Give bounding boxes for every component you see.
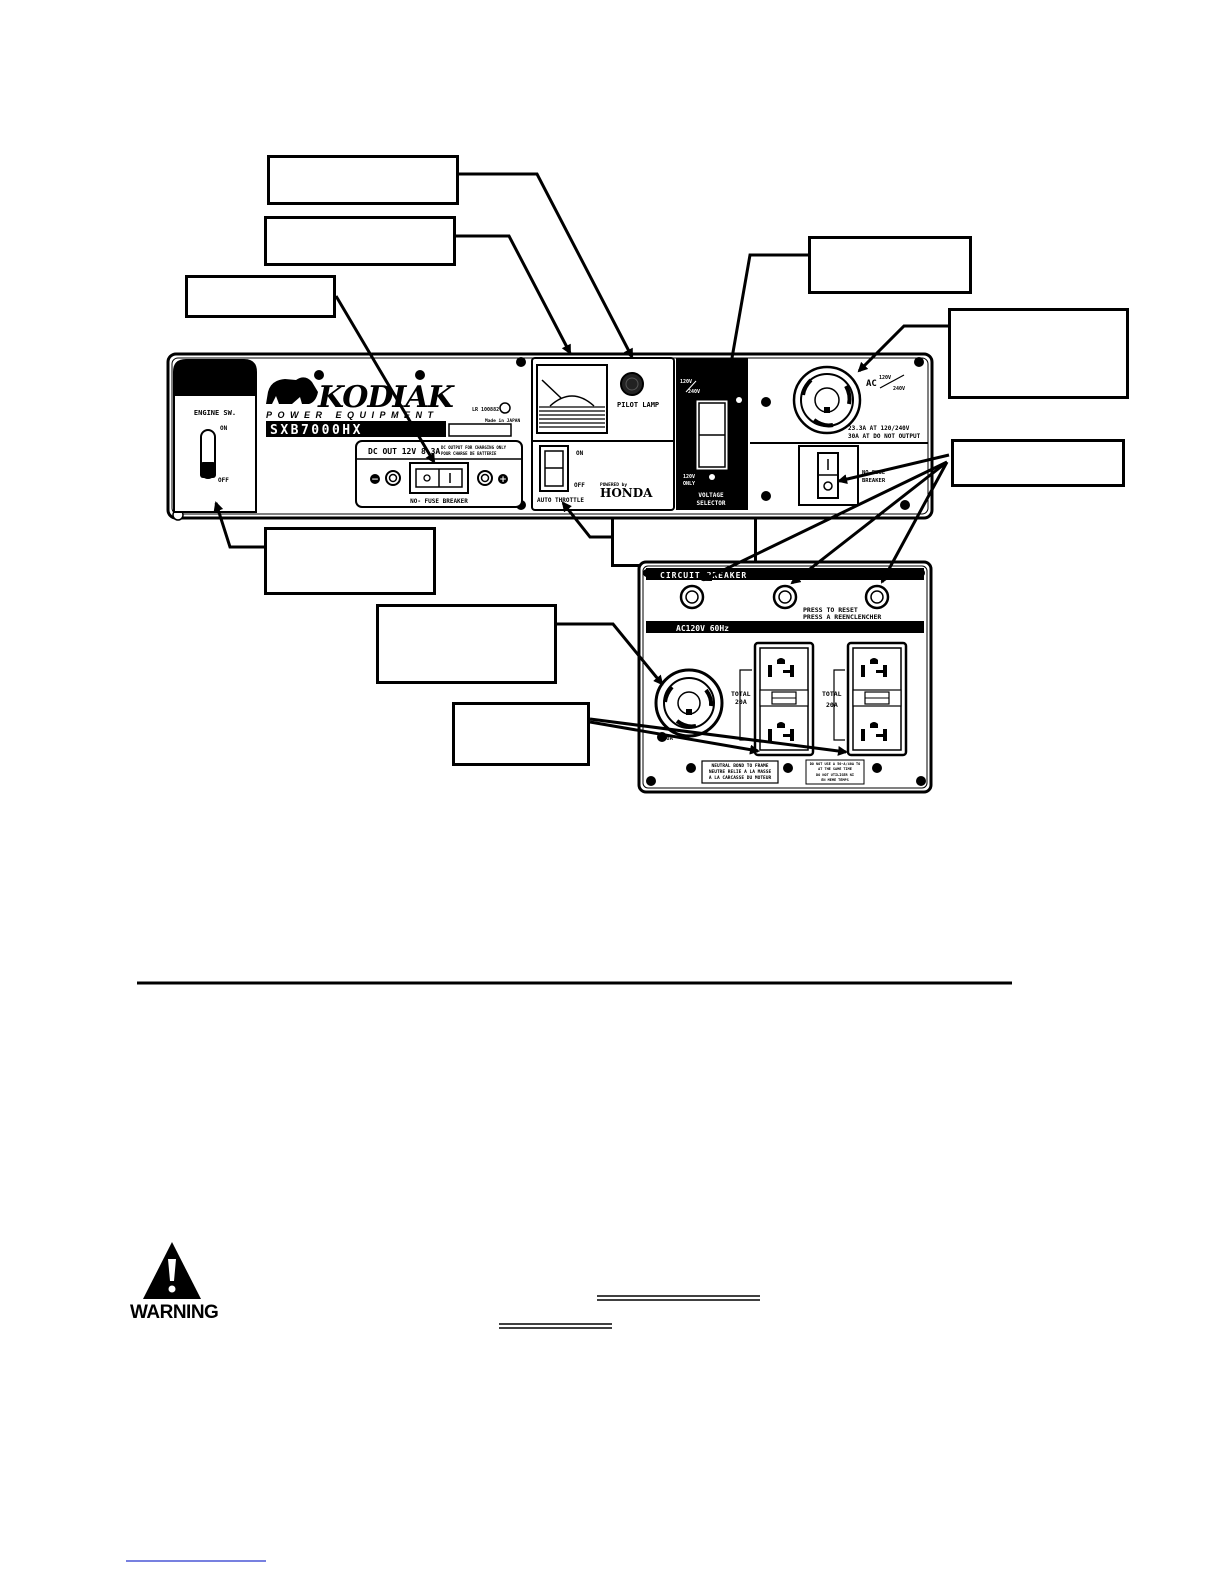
- voltage-120-only: 120V: [683, 474, 695, 480]
- callout-box-1: [267, 155, 459, 205]
- ac-rating-label: AC120V 60Hz: [676, 624, 729, 633]
- dc-plus-icon: +: [499, 475, 507, 485]
- engine-switch-lever: [200, 462, 216, 478]
- engine-switch-on: ON: [220, 425, 228, 432]
- callout-box-2: [264, 216, 456, 266]
- neutral-line-2: NEUTRE RELIE A LA MASSE: [709, 769, 772, 775]
- circuit-breaker-2: [772, 584, 798, 610]
- callout-box-9: [376, 604, 557, 684]
- ac-label: AC: [866, 379, 877, 389]
- serial-field: [448, 423, 512, 437]
- neutral-line-3: A LA CARCASSE DU MOTEUR: [709, 775, 772, 781]
- dc-terminal-negative: [385, 470, 401, 486]
- callout-box-4: [808, 236, 972, 294]
- callout-box-3: [185, 275, 336, 318]
- dc-minus-icon: −: [371, 475, 379, 485]
- meter-section: PILOT LAMP ON OFF AUTO THROTTLE POWERED …: [531, 357, 675, 511]
- auto-throttle-off: OFF: [574, 482, 585, 489]
- made-in: Made in JAPAN: [485, 418, 521, 424]
- lower-receptacle-panel: CIRCUIT BREAKER PRESS TO RESET PRESS A R…: [637, 560, 933, 794]
- voltage-120-top: 120V: [680, 379, 692, 385]
- engine-switch-title: ENGINE SW.: [194, 409, 236, 417]
- duplex-receptacle-1: [753, 641, 815, 757]
- dc-breaker-label: NO- FUSE BREAKER: [410, 498, 468, 505]
- callout-box-10: [452, 702, 590, 766]
- underline-marks: [499, 1295, 760, 1329]
- kodiak-logo: KODIAK POWER EQUIPMENT: [266, 377, 457, 420]
- warning-icon: [143, 1242, 201, 1299]
- donot-line-4: EN MEME TEMPS: [821, 778, 848, 782]
- main-control-panel: ENGINE SW. ON OFF KODIAK POWER EQUIPMENT…: [166, 352, 934, 521]
- donot-line-2: AT THE SAME TIME: [818, 767, 852, 771]
- ac-rating-2: 30A AT DO NOT OUTPUT: [848, 433, 921, 440]
- callout-box-5: [948, 308, 1129, 399]
- warning-label: WARNING: [130, 1302, 219, 1323]
- ac-rating-1: 23.3A AT 120/240V: [848, 425, 910, 432]
- ac-twist-lock-section: AC 120V 240V 23.3A AT 120/240V 30A AT DO…: [750, 365, 928, 506]
- callout-leader-lines: [213, 172, 950, 756]
- total-label-2: TOTAL: [822, 690, 842, 698]
- honda-logo: HONDA: [600, 486, 653, 500]
- circuit-breaker-3: [864, 584, 890, 610]
- callout-box-7: [264, 527, 436, 595]
- do-not-use-label: [805, 759, 865, 785]
- cert-number: LR 100882: [472, 407, 499, 413]
- press-reset-1: PRESS TO RESET: [803, 606, 858, 614]
- press-reset-2: PRESS A REENCLENCHER: [803, 613, 881, 621]
- auto-throttle-label: AUTO THROTTLE: [537, 497, 584, 504]
- callout-box-6: [951, 439, 1125, 487]
- dc-terminal-positive: [477, 470, 493, 486]
- engine-switch-off: OFF: [218, 477, 229, 484]
- neutral-line-1: NEUTRAL BOND TO FRAME: [712, 763, 769, 769]
- model-number: SXB7000HX: [270, 423, 363, 438]
- brand-name: KODIAK: [317, 380, 456, 415]
- certification-mark-icon: [499, 402, 511, 414]
- voltage-selector-label-1: VOLTAGE: [698, 492, 724, 499]
- voltage-selector-label-2: SELECTOR: [697, 500, 726, 507]
- ac-120v: 120V: [879, 375, 891, 381]
- voltage-240-top: 240V: [688, 389, 700, 395]
- dc-out-note-1: DC OUTPUT FOR CHARGING ONLY: [441, 445, 507, 450]
- bear-icon: [266, 377, 318, 404]
- auto-throttle-on: ON: [576, 450, 584, 457]
- neutral-bond-label: [701, 760, 779, 784]
- total-label-1: TOTAL: [731, 690, 751, 698]
- donot-line-3: DO NOT UTILISER NI: [816, 773, 854, 777]
- voltage-only-label: ONLY: [683, 481, 695, 487]
- engine-switch: ENGINE SW. ON OFF: [173, 359, 257, 513]
- duplex-receptacle-2: [846, 641, 908, 757]
- powered-by: POWERED by: [600, 482, 627, 488]
- voltage-selector: 120V 240V 120V ONLY VOLTAGE SELECTOR: [676, 358, 748, 510]
- ac-240v: 240V: [893, 386, 905, 392]
- dc-out-note-2: POUR CHARGE DE BATTERIE: [441, 451, 497, 456]
- total-amp-1: 20A: [735, 698, 747, 706]
- total-amp-2: 20A: [826, 701, 838, 709]
- twist-amp-label: 30A: [663, 736, 674, 742]
- circuit-breaker-1: [679, 584, 705, 610]
- donot-line-1: DO NOT USE A 50-A/40A TO: [810, 762, 861, 766]
- pilot-lamp-icon: [620, 372, 644, 396]
- nofuse-label-2: BREAKER: [862, 478, 886, 484]
- pilot-lamp-label: PILOT LAMP: [617, 401, 659, 409]
- dc-output-section: DC OUT 12V 8.3A DC OUTPUT FOR CHARGING O…: [355, 440, 523, 508]
- dc-out-title: DC OUT 12V 8.3A: [368, 447, 440, 456]
- brand-subtitle: POWER EQUIPMENT: [266, 410, 439, 420]
- model-plate: [266, 421, 446, 437]
- meter-needle: [541, 379, 562, 399]
